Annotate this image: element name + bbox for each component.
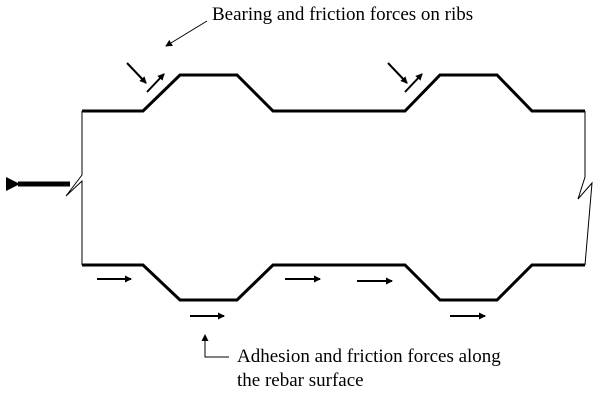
- right-break-line: [577, 111, 593, 266]
- bearing-arrow-rib-1: [126, 62, 147, 84]
- rebar-top-edge: [82, 73, 585, 113]
- rebar-bottom-edge: [82, 263, 585, 302]
- surface-forces-label-line-1: Adhesion and friction forces along: [237, 346, 501, 367]
- left-break-line: [65, 111, 83, 265]
- top-label-leader: [165, 20, 208, 47]
- rib-friction-arrow-1: [146, 73, 165, 93]
- surface-forces-label-line-2: the rebar surface: [237, 370, 364, 391]
- rib-friction-arrow-2: [404, 73, 423, 93]
- ribs-forces-label: Bearing and friction forces on ribs: [212, 4, 474, 25]
- bearing-arrow-rib-2: [387, 62, 408, 84]
- bottom-label-leader: [201, 334, 229, 358]
